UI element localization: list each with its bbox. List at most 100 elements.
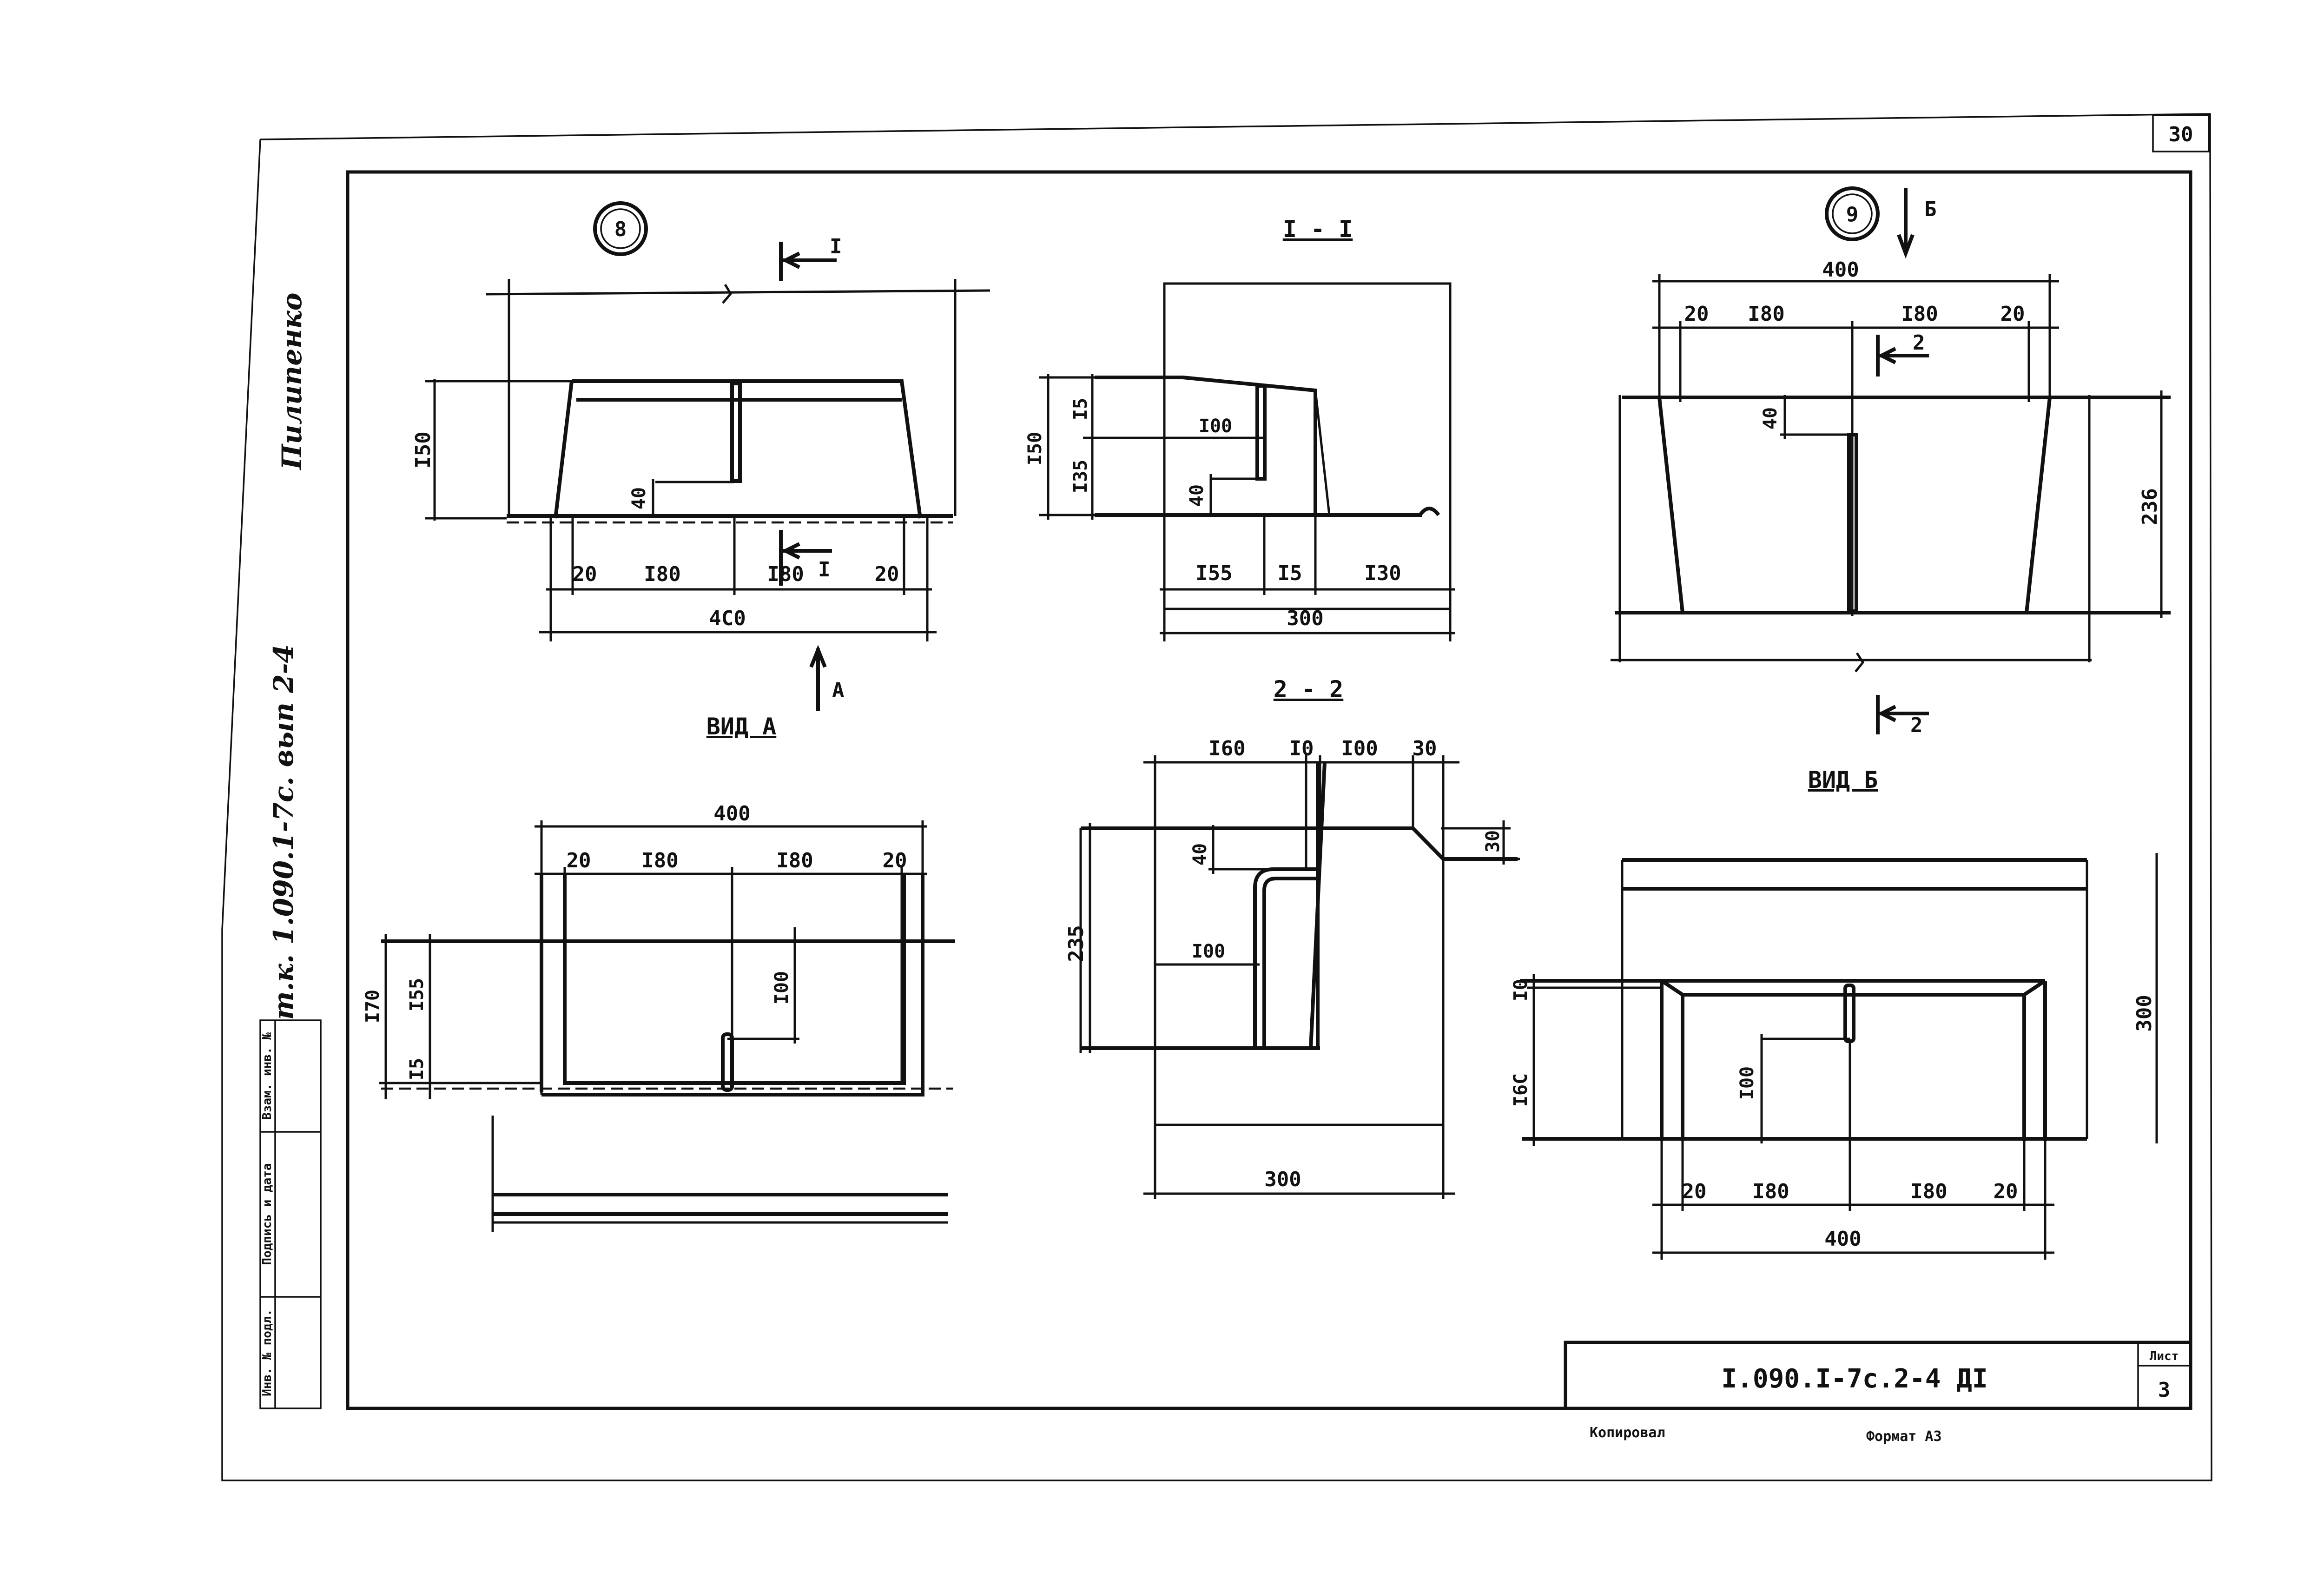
view-8-top-dim-line: [485, 289, 990, 296]
page-number: 30: [2169, 123, 2193, 146]
view-b-arrow: [1897, 188, 1915, 259]
view-8-dim-20a: 20: [573, 562, 597, 586]
view-a-dim-20a: 20: [567, 849, 591, 872]
view-9-marker-circle: [1825, 186, 1880, 241]
view-b-dim-180b: I80: [1910, 1180, 1947, 1203]
view-9-dim-180a: I80: [1748, 302, 1784, 326]
view-a-dim-155: I55: [406, 978, 428, 1011]
view-b-dim-160: I6C: [1510, 1073, 1532, 1107]
view-8-bar: [730, 382, 742, 483]
outer-trim-line: [221, 113, 2212, 1481]
view-a-dim-180b: I80: [776, 849, 813, 872]
section-1-1: I - I I50 I5 I35 I00 40 I55 I5 I30 300: [1024, 216, 1455, 641]
section-2-2-dim-235-label: 235: [1064, 925, 1088, 962]
view-9-cut-label-top: 2: [1913, 331, 1925, 355]
section-2-2-dim-30: 30: [1413, 737, 1437, 760]
section-1-1-dim-15: I5: [1070, 398, 1091, 420]
view-a: ВИД А 400 20 I80 I80 20 I00 I70 I55 I5: [362, 713, 955, 1232]
section-1-1-bar: [1255, 384, 1267, 481]
view-8-cut-arrow-bottom: [781, 542, 832, 560]
view-8: 8 I I А I50 40 2: [411, 201, 990, 711]
view-b-dim-180a: I80: [1752, 1180, 1789, 1203]
stamp-replace-label: Взам. инв. №: [260, 1032, 274, 1120]
sheet-number: 3: [2158, 1378, 2171, 1402]
section-1-1-dim-100: I00: [1199, 416, 1232, 437]
margin-stamp: Взам. инв. № Подпись и дата Инв. № подл.…: [259, 293, 322, 1409]
margin-signature: Пилипенко: [276, 293, 308, 471]
section-2-2-dim-10: I0: [1289, 737, 1314, 760]
inner-border: [346, 170, 2192, 1410]
section-2-2-dim-100: I00: [1341, 737, 1378, 760]
view-9-dim-236-label: 236: [2138, 488, 2162, 525]
document-code: I.090.I-7c.2-4 ДI: [1721, 1364, 1987, 1394]
view-9-dim-20a: 20: [1684, 302, 1709, 326]
section-2-2-dim-total-label: 300: [1264, 1168, 1301, 1191]
view-a-dim-20b: 20: [883, 849, 907, 872]
section-2-2-title: 2 - 2: [1274, 676, 1344, 703]
view-9-cut-arrow-bottom: [1877, 705, 1929, 722]
view-8-body: [554, 379, 922, 519]
view-b-dim-300-label: 300: [2133, 995, 2156, 1031]
view-a-arrow: [809, 645, 827, 711]
view-8-marker-inner: [600, 208, 641, 249]
view-b-dim-total-label: 400: [1824, 1227, 1861, 1251]
section-2-2-profile: [1081, 826, 1518, 861]
copied-label: Копировал: [1590, 1425, 1665, 1441]
section-1-1-dim-40-label: 40: [1186, 484, 1208, 507]
view-b: ВИД Б I0 I6C I00 300 20 I80 I80 20 400: [1510, 766, 2158, 1260]
view-8-break: [722, 284, 733, 304]
view-8-dim-height: I50: [411, 431, 435, 468]
view-a-dim-180a: I80: [641, 849, 678, 872]
section-1-1-outline: [1163, 282, 1452, 610]
section-1-1-dim-135: I35: [1070, 460, 1091, 493]
section-2-2-bar: [1253, 867, 1318, 1048]
view-b-dim-20a: 20: [1682, 1180, 1707, 1203]
view-b-title: ВИД Б: [1808, 766, 1878, 793]
sheet-label: Лист: [2150, 1349, 2179, 1363]
section-2-2-dim-160: I60: [1208, 737, 1245, 760]
section-2-2-dim-100i-label: I00: [1192, 941, 1225, 962]
section-1-1-dim-15b: I5: [1278, 561, 1302, 585]
page-number-box: [2152, 114, 2210, 152]
title-block: I.090.I-7c.2-4 ДI Лист 3 Копировал Форма…: [1564, 1341, 2192, 1445]
margin-stamp-frame: [259, 1019, 322, 1409]
view-b-arrow-label: Б: [1924, 198, 1937, 221]
view-9-break: [1855, 652, 1865, 673]
section-1-1-slope: [1314, 390, 1331, 515]
view-b-dim-10: I0: [1510, 979, 1532, 1001]
view-8-cut-label-bottom: I: [818, 558, 831, 581]
view-b-body: [1520, 979, 2047, 1141]
section-1-1-dim-155: I55: [1195, 561, 1232, 585]
view-8-dim-bar: 40: [628, 487, 650, 509]
section-1-1-dim-total: 300: [1287, 607, 1323, 630]
view-a-bar: [721, 1032, 734, 1092]
view-9-dim-total-label: 400: [1822, 258, 1859, 282]
section-2-2-dim-r30-label: 30: [1482, 830, 1504, 852]
section-1-1-dim-150: I50: [1024, 432, 1046, 465]
view-8-dim-20b: 20: [875, 562, 899, 586]
view-a-dim-15: I5: [406, 1058, 428, 1080]
view-9-dim-180b: I80: [1901, 302, 1938, 326]
section-1-1-title: I - I: [1283, 216, 1353, 243]
view-8-marker-circle: [593, 201, 648, 256]
section-2-2-wall: [1309, 762, 1327, 1049]
sheet-frame: 30: [221, 113, 2212, 1481]
view-8-dim-180a: I80: [644, 562, 680, 586]
view-8-cut-label-top: I: [830, 235, 842, 258]
view-a-title: ВИД А: [706, 713, 777, 740]
section-1-1-dim-130: I30: [1364, 561, 1401, 585]
view-9-cut-arrow-top: [1877, 347, 1929, 364]
section-1-1-profile: [1095, 376, 1317, 515]
view-8-dim-180b: I80: [767, 562, 804, 586]
title-block-frame: [1564, 1341, 2192, 1410]
view-b-dim-20b: 20: [1994, 1180, 2018, 1203]
view-9-dim-40-label: 40: [1760, 407, 1781, 429]
view-a-body: [540, 874, 924, 1097]
view-9-bar: [1847, 433, 1858, 613]
view-a-dim-170: I70: [362, 990, 383, 1023]
section-1-1-notch: [1418, 507, 1440, 516]
view-9-dim-20b: 20: [2000, 302, 2025, 326]
view-8-marker: 8: [614, 218, 627, 241]
view-8-dim-total: 4C0: [709, 607, 746, 630]
